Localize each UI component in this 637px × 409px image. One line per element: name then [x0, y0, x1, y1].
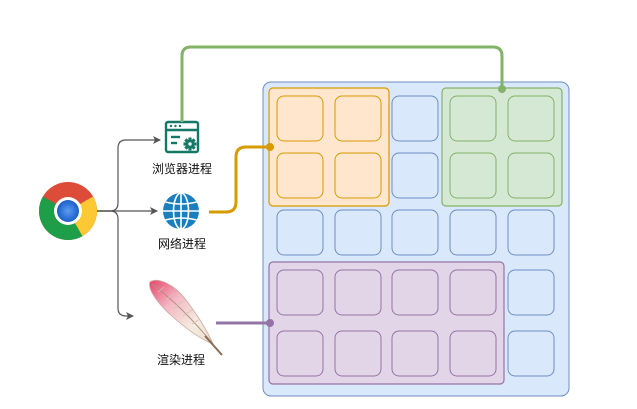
- grid-cell: [449, 330, 497, 377]
- grid-cell: [334, 95, 382, 142]
- grid-cell: [507, 209, 555, 256]
- grid-cell: [449, 152, 497, 199]
- browser-window-gear-icon: [164, 120, 200, 154]
- grid-cell: [276, 209, 324, 256]
- grid-cell: [334, 152, 382, 199]
- grid-cell: [334, 269, 382, 316]
- browser-connector: [180, 45, 504, 122]
- process-arrows: [97, 136, 161, 320]
- grid-cell: [391, 330, 439, 377]
- grid-cell: [449, 209, 497, 256]
- grid-cell: [507, 95, 555, 142]
- grid-cell: [507, 330, 555, 377]
- grid-cell: [276, 269, 324, 316]
- renderer-process-label: 渲染进程: [157, 353, 206, 367]
- grid-cell: [276, 152, 324, 199]
- network-process-label: 网络进程: [158, 237, 207, 251]
- chrome-logo-icon: [39, 182, 97, 240]
- grid-cell: [391, 209, 439, 256]
- grid-cell: [276, 330, 324, 377]
- globe-icon: [163, 192, 199, 230]
- arrow-to-renderer-process: [97, 210, 134, 320]
- browser-connector-dot: [498, 85, 506, 93]
- grid-cell: [449, 95, 497, 142]
- grid-cell: [334, 330, 382, 377]
- grid-cell: [449, 269, 497, 316]
- network-connector-dot: [266, 143, 274, 151]
- grid-cell: [391, 95, 439, 142]
- grid-cell: [507, 269, 555, 316]
- grid-cell: [276, 95, 324, 142]
- grid-cell: [334, 209, 382, 256]
- grid-cell: [391, 269, 439, 316]
- browser-process-label: 浏览器进程: [152, 162, 213, 176]
- grid-cell: [391, 152, 439, 199]
- network-connector: [209, 145, 270, 214]
- feather-quill-icon: [149, 280, 223, 356]
- renderer-connector-dot: [266, 319, 274, 327]
- grid-cell: [507, 152, 555, 199]
- arrow-to-browser-process: [97, 136, 161, 212]
